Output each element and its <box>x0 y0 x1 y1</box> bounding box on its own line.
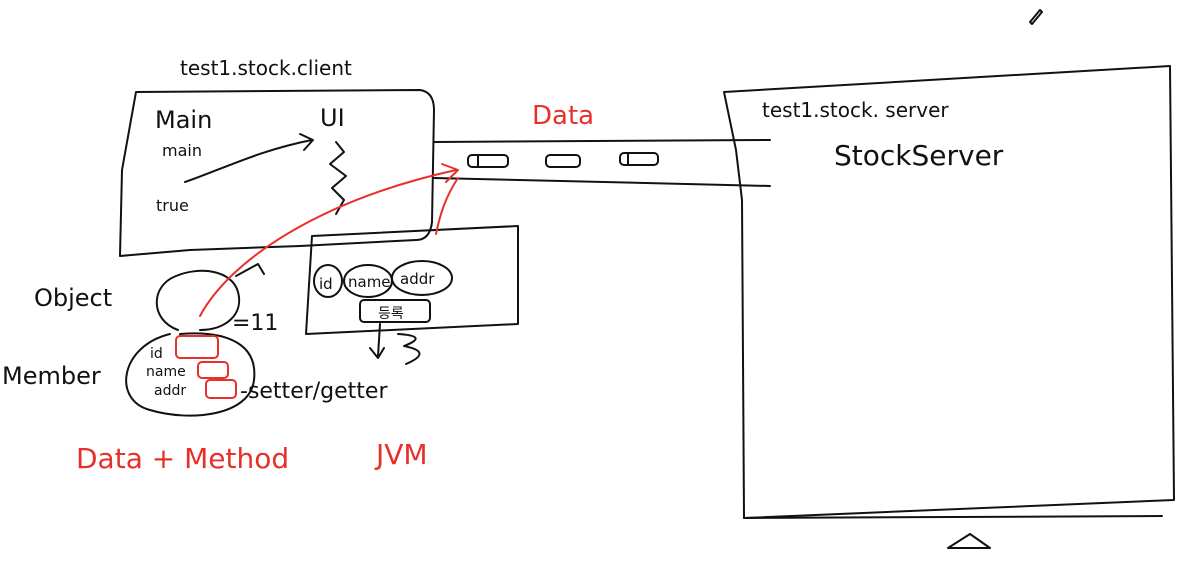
ui-label: UI <box>320 104 345 132</box>
accessor-label: -setter/getter <box>240 379 388 404</box>
server-box <box>723 65 1175 519</box>
object-eq-label: =11 <box>232 311 278 336</box>
jvm-field-oval-3 <box>391 260 453 296</box>
true-label: true <box>156 196 189 215</box>
object-label: Object <box>34 284 112 312</box>
data-packets <box>467 152 659 168</box>
object-shape <box>155 263 265 331</box>
jvm-field-2: name <box>348 273 391 291</box>
jvm-register-box <box>359 299 431 323</box>
jvm-label: JVM <box>374 438 428 471</box>
packet-2 <box>545 154 581 168</box>
jvm-field-1: id <box>319 275 333 293</box>
main-label: Main <box>155 106 212 134</box>
caption-text: Data + Method <box>76 442 289 475</box>
pen-icon[interactable] <box>1029 9 1043 25</box>
member-field-1: id <box>150 346 163 362</box>
member-field-2: name <box>146 364 186 380</box>
client-title: test1.stock.client <box>180 56 352 80</box>
member-field-boxes <box>175 335 237 399</box>
channel-label: Data <box>532 101 594 131</box>
jvm-register-label: 등록 <box>378 306 404 322</box>
member-shape <box>125 332 256 417</box>
object-to-channel-arrow <box>199 163 459 317</box>
server-stand <box>947 533 991 549</box>
member-label: Member <box>2 362 101 390</box>
ui-squiggle <box>329 141 347 215</box>
data-channel <box>433 139 771 187</box>
jvm-box <box>305 225 519 365</box>
packet-3 <box>619 152 659 166</box>
client-box <box>119 89 435 257</box>
jvm-field-3: addr <box>400 270 435 288</box>
server-class-label: StockServer <box>834 139 1004 172</box>
main-to-ui-arrow <box>184 133 314 183</box>
member-field-3: addr <box>154 383 186 399</box>
packet-1 <box>467 154 509 168</box>
main-method-label: main <box>162 141 202 160</box>
jvm-field-oval-1 <box>313 264 343 298</box>
server-title: test1.stock. server <box>762 98 949 122</box>
